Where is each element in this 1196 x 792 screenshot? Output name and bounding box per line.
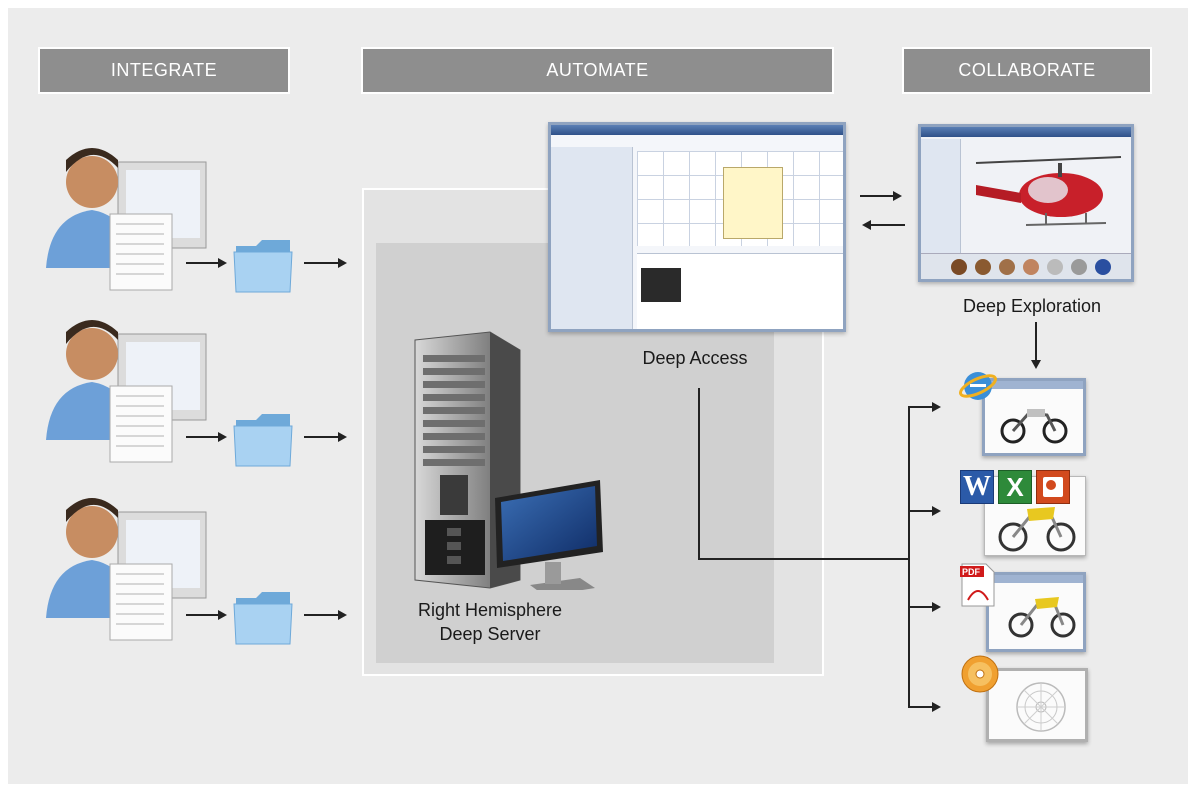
server-tower-icon (414, 331, 603, 590)
arrow-user1-folder-shaft (186, 262, 220, 264)
folder-icon (233, 414, 293, 467)
internet-explorer-icon (959, 372, 997, 400)
folder-icon (233, 240, 293, 293)
arrow-output2-shaft (908, 510, 934, 512)
arrow-to-exploration-shaft (860, 195, 895, 197)
connector-horizontal (698, 558, 910, 560)
collaborate-header: COLLABORATE (902, 47, 1152, 94)
deep-exploration-screenshot (918, 124, 1134, 282)
cd-disc-icon (961, 655, 999, 693)
svg-text:PDF: PDF (962, 567, 981, 577)
deep-access-popup (723, 167, 783, 239)
deep-exploration-caption: Deep Exploration (962, 296, 1102, 316)
pdf-icon: PDF (960, 563, 995, 607)
server-caption: Right Hemisphere Deep Server (395, 598, 585, 646)
deep-access-properties-pane (637, 253, 843, 329)
connector-output-spine (908, 406, 910, 708)
integrate-header: INTEGRATE (38, 47, 290, 94)
user-workstation-icon (46, 320, 207, 463)
deep-exploration-sidebar (921, 139, 961, 254)
arrow-folder1-server-head (338, 258, 347, 268)
user-workstation-icon (46, 148, 207, 291)
excel-icon: X (998, 470, 1032, 504)
deep-access-preview-thumbnail (641, 268, 681, 302)
wheel-drawing (1016, 682, 1066, 732)
arrow-folder1-server-shaft (304, 262, 340, 264)
user-workstation-icon (46, 498, 207, 641)
powerpoint-icon (1036, 470, 1070, 504)
server-caption-line2: Deep Server (439, 624, 541, 644)
deep-exploration-titlebar (921, 127, 1131, 137)
deep-access-caption: Deep Access (642, 348, 748, 368)
folder-icon (233, 592, 293, 645)
arrow-output4-head (932, 702, 941, 712)
arrow-user2-folder-shaft (186, 436, 220, 438)
arrow-output4-shaft (908, 706, 934, 708)
automate-label: AUTOMATE (546, 60, 649, 80)
arrow-output1-shaft (908, 406, 934, 408)
arrow-user2-folder-head (218, 432, 227, 442)
dirtbike-image (998, 507, 1076, 552)
arrow-folder2-server-shaft (304, 436, 340, 438)
arrow-to-exploration-head (893, 191, 902, 201)
arrow-folder3-server-shaft (304, 614, 340, 616)
arrow-to-access-head (862, 220, 871, 230)
arrow-output1-head (932, 402, 941, 412)
deep-access-titlebar (551, 125, 843, 135)
automate-header: AUTOMATE (361, 47, 834, 94)
pdf-output-thumbnail (986, 572, 1086, 652)
collaborate-label: COLLABORATE (958, 60, 1096, 80)
material-spheres-strip (921, 253, 1131, 279)
deep-access-screenshot (548, 122, 846, 332)
arrow-to-access-shaft (870, 224, 905, 226)
arrow-folder2-server-head (338, 432, 347, 442)
exploration-down-shaft (1035, 322, 1037, 362)
arrow-output3-shaft (908, 606, 934, 608)
connector-vertical-access (698, 388, 700, 560)
arrow-output2-head (932, 506, 941, 516)
deep-access-tree-pane (551, 147, 633, 329)
word-icon: W (960, 470, 994, 504)
integrate-label: INTEGRATE (110, 60, 218, 80)
exploration-down-head (1031, 360, 1041, 369)
arrow-folder3-server-head (338, 610, 347, 620)
arrow-user3-folder-shaft (186, 614, 220, 616)
cad-output-thumbnail (986, 668, 1088, 742)
helicopter-model (975, 156, 1122, 226)
arrow-user1-folder-head (218, 258, 227, 268)
arrow-output3-head (932, 602, 941, 612)
browser-output-thumbnail (982, 378, 1086, 456)
pdf-dirtbike-image (1008, 597, 1076, 638)
arrow-user3-folder-head (218, 610, 227, 620)
server-caption-line1: Right Hemisphere (417, 600, 563, 620)
motorcycle-image (1000, 409, 1068, 444)
